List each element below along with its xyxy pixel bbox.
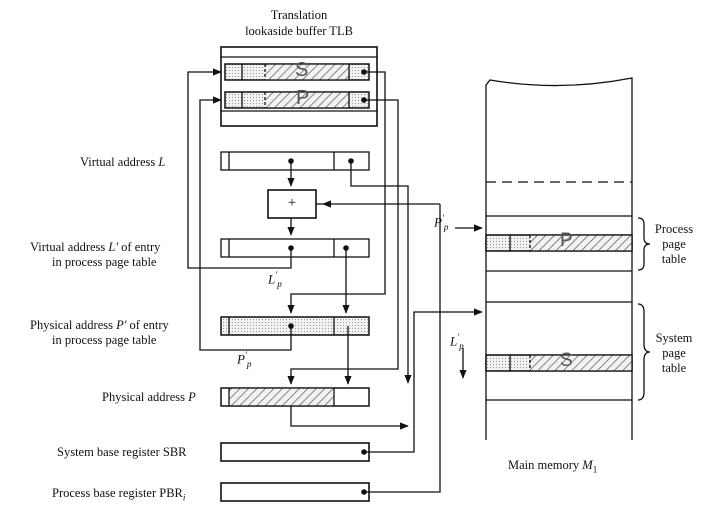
memory-entry-s — [485, 354, 633, 372]
tlb-entry-p-label: P — [296, 87, 310, 109]
virtual-entry-label-line1: Virtual address L' of entry — [30, 240, 161, 254]
main-memory — [485, 77, 633, 440]
pp-symbol-memory: P′p — [434, 213, 449, 232]
adder-label: + — [287, 195, 297, 211]
virtual-address-entry-register — [220, 238, 370, 258]
physical-entry-label-line1: Physical address P' of entry — [30, 318, 169, 332]
tlb-entry-p — [224, 91, 370, 109]
lp-symbol: L′p — [268, 270, 282, 289]
physical-address-entry-register — [220, 316, 370, 336]
lp-symbol-memory: L′p — [450, 332, 464, 351]
process-base-register — [220, 482, 370, 502]
memory-entry-s-label: S — [560, 350, 573, 371]
connection-lines — [187, 68, 483, 493]
pp-symbol-left: P′p — [237, 350, 252, 369]
process-table-brace — [637, 217, 651, 271]
memory-entry-p — [485, 234, 633, 252]
physical-address-register — [220, 387, 370, 407]
virtual-address-register — [220, 151, 370, 171]
system-base-register — [220, 442, 370, 462]
virtual-address-label: Virtual address L — [80, 155, 166, 169]
sbr-label: System base register SBR — [57, 445, 187, 459]
tlb-title-line1: Translation — [270, 8, 328, 22]
tlb-title-line2: lookaside buffer TLB — [245, 24, 353, 38]
memory-entry-p-label: P — [560, 230, 573, 251]
virtual-entry-label-line2: in process page table — [52, 255, 157, 269]
connection-dots — [288, 69, 367, 495]
physical-entry-label-line2: in process page table — [52, 333, 157, 347]
physical-address-label: Physical address P — [102, 390, 196, 404]
system-table-brace — [637, 303, 651, 401]
tlb-entry-s-label: S — [295, 59, 309, 81]
pbr-label: Process base register PBRi — [52, 486, 186, 503]
tlb-box — [220, 46, 378, 127]
main-memory-caption: Main memory M1 — [508, 458, 598, 475]
